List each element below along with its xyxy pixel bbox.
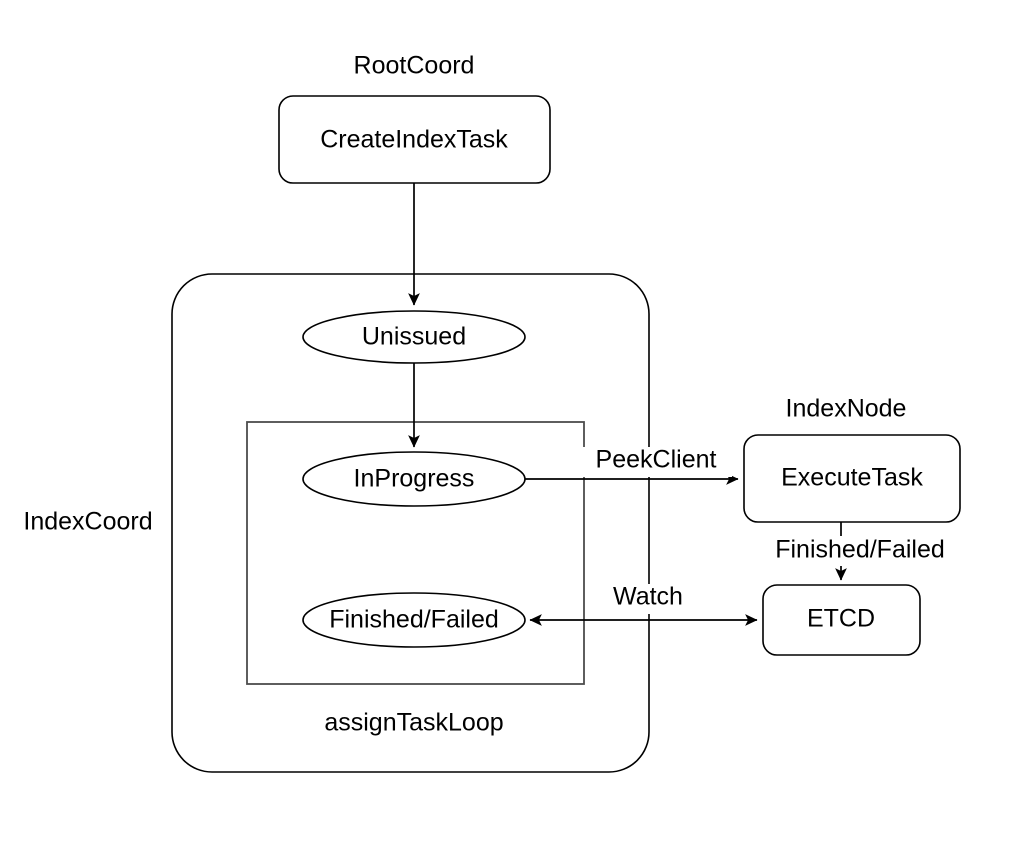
node-finished-failed[interactable] <box>302 592 526 648</box>
group-label-index-node: IndexNode <box>786 395 907 423</box>
node-in-progress-label: InProgress <box>354 465 475 493</box>
node-etcd[interactable] <box>762 584 921 656</box>
group-label-assign-task-loop: assignTaskLoop <box>324 709 503 737</box>
edge-label-finished-failed-bg <box>757 536 967 566</box>
edge-label-peek-client-bg <box>580 447 732 477</box>
node-in-progress[interactable] <box>302 451 526 507</box>
node-etcd-label: ETCD <box>807 605 875 633</box>
group-label-root-coord: RootCoord <box>354 52 475 80</box>
node-execute-task[interactable] <box>743 434 961 523</box>
group-box-index-coord <box>171 273 650 773</box>
edge-label-watch-bg <box>602 584 694 614</box>
node-create-index-task-label: CreateIndexTask <box>320 126 508 154</box>
edge-label-peek-client: PeekClient <box>596 446 717 474</box>
node-finished-failed-label: Finished/Failed <box>329 606 499 634</box>
node-create-index-task[interactable] <box>278 95 551 184</box>
group-label-index-coord: IndexCoord <box>23 508 152 536</box>
node-unissued[interactable] <box>302 310 526 364</box>
group-box-assign-task-loop <box>246 421 585 685</box>
edge-label-watch: Watch <box>613 583 683 611</box>
edge-label-finished-failed: Finished/Failed <box>775 536 945 564</box>
node-unissued-label: Unissued <box>362 323 466 351</box>
node-execute-task-label: ExecuteTask <box>781 464 923 492</box>
